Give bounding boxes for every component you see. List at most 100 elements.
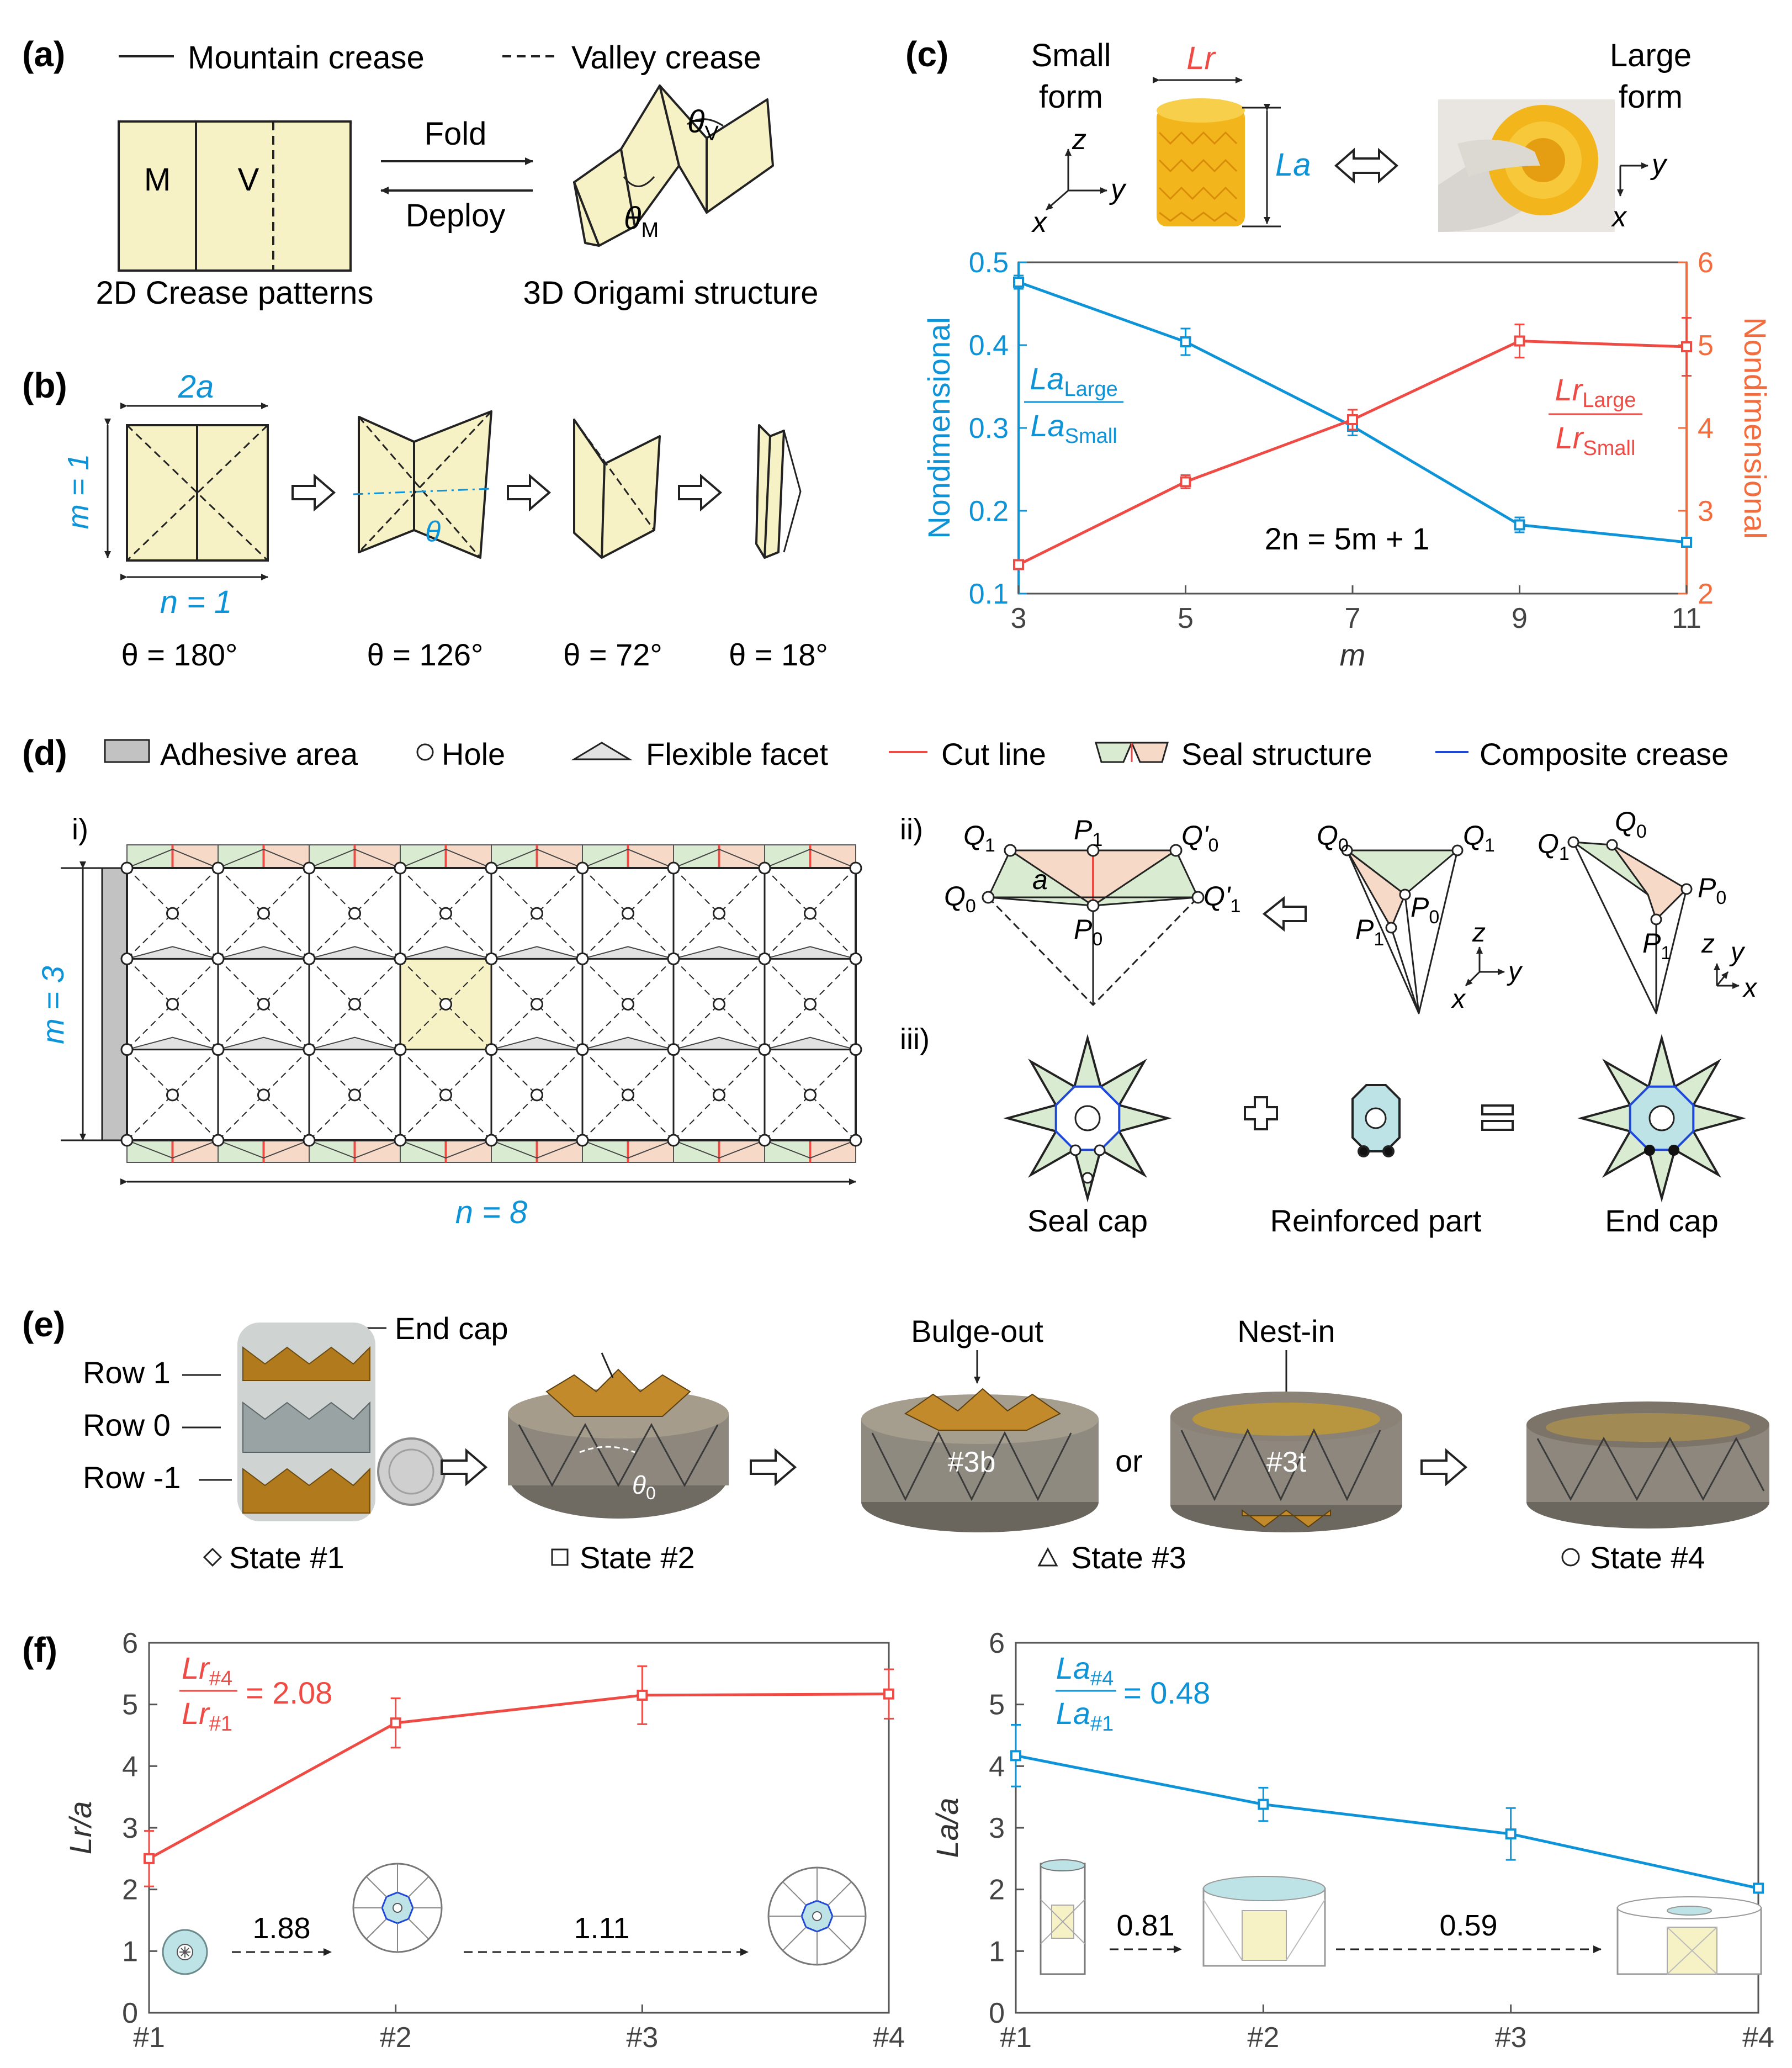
state-2-end-cap-leader [601, 1352, 614, 1378]
chart-c-xtick-label: 5 [1178, 602, 1194, 634]
seal-cell-green [126, 1140, 173, 1163]
legend-flexible: Flexible facet [646, 737, 828, 771]
hole [667, 861, 680, 875]
legend-mountain-text: Mountain crease [188, 40, 425, 76]
chartF1-xtick-label: #4 [873, 2022, 905, 2054]
state-2-label: State #2 [580, 1540, 695, 1575]
chart-c-xtick-label: 9 [1512, 602, 1528, 634]
hole [166, 907, 179, 920]
folded-q1-label: Q1 [1463, 820, 1495, 856]
chartF2-ytick-label: 5 [989, 1689, 1005, 1721]
hole [211, 952, 225, 965]
panel-a: (a) Mountain crease Valley crease M V Fo… [22, 34, 819, 311]
sub-i-label: i) [72, 813, 88, 846]
panel-d-label: (d) [22, 733, 67, 773]
hole [211, 1043, 225, 1056]
chart-c-ytick-label: 0.4 [969, 330, 1009, 362]
chartF2-series-line [1015, 1754, 1759, 1890]
flexible-facet [126, 946, 219, 960]
state-3-label: State #3 [1071, 1540, 1186, 1575]
end-cap-caption: End cap [1605, 1203, 1719, 1238]
large-form-line-2: form [1619, 79, 1683, 115]
theta-m-label: θM [624, 200, 659, 242]
chart-c-ylabel-right: Nondimensional [1738, 317, 1773, 539]
hole [622, 998, 634, 1011]
seal-cell-pink [809, 844, 856, 869]
hole [485, 952, 498, 965]
hole [303, 1134, 316, 1147]
double-arrow [1334, 147, 1399, 184]
chartF2-xtick-label: #2 [1247, 2022, 1279, 2054]
chart-c-y2tick-label: 5 [1698, 330, 1714, 362]
seal-cell-green [764, 844, 811, 869]
folded2-q0-label: Q0 [1615, 806, 1647, 842]
seal-fold [673, 848, 765, 869]
seal-cell-pink [536, 1140, 583, 1163]
seal-cell-pink [263, 844, 310, 869]
flexible-facet [673, 1036, 765, 1050]
hole [348, 998, 361, 1011]
row-0-label: Row 0 [83, 1408, 171, 1442]
seal-cell-green [218, 844, 264, 869]
flexible-facet [309, 1036, 401, 1050]
la-ratio-numerator: LaLarge [1030, 361, 1118, 401]
folded-q0-label: Q0 [1317, 820, 1349, 856]
hole [758, 1134, 771, 1147]
hole [120, 952, 134, 965]
lr-inset-state2 [352, 1863, 443, 1953]
lr-ratio-numerator: LrLarge [1555, 372, 1636, 412]
flexible-facet [309, 946, 401, 960]
state-2-square-marker [551, 1548, 569, 1566]
m-equals-1-label: m = 1 [62, 454, 95, 530]
folded-p1-label: P1 [1355, 914, 1384, 950]
panel-e: (e) End cap Row 1 Row 0 Row -1 [22, 1304, 1769, 1575]
flexible-facet [491, 946, 583, 960]
a-label: a [1032, 864, 1048, 895]
chart-c-y2tick-label: 6 [1698, 247, 1714, 279]
origami-3d-sketch [573, 84, 774, 247]
seal-cell-green [218, 1140, 264, 1163]
panel-b: (b) 2a m = 1 n = 1 θ [22, 366, 828, 672]
seal-cell-pink [445, 1140, 492, 1163]
seal-fold [582, 848, 674, 869]
seal-fold [218, 1140, 310, 1159]
m-letter: M [144, 162, 171, 198]
folded2-p0-label: P0 [1698, 872, 1726, 908]
state-3-triangle-marker [1037, 1547, 1058, 1567]
seal-cell-pink [536, 844, 583, 869]
hole [439, 1088, 452, 1102]
n-equals-8-label: n = 8 [455, 1194, 528, 1230]
chartF2-ylabel: La/a [930, 1798, 964, 1858]
small-form-photo [1157, 98, 1245, 226]
chart-c-y2tick-label: 2 [1698, 578, 1714, 610]
chartF1-ytick-label: 0 [122, 1997, 138, 2029]
seal-fold [491, 848, 583, 869]
hole [713, 998, 725, 1011]
panel-b-label: (b) [22, 366, 67, 405]
hole [531, 1088, 543, 1102]
caption-crease-patterns: 2D Crease patterns [96, 275, 374, 311]
panel-e-label: (e) [22, 1304, 65, 1344]
hole [394, 952, 407, 965]
seal2-axis-x: x [1742, 974, 1758, 1003]
hole [849, 1134, 862, 1147]
chartF1-point [390, 1717, 401, 1729]
chart-c-ytick-label: 0.2 [969, 495, 1009, 527]
sub-iii-label: iii) [900, 1023, 930, 1056]
panel-c-label: (c) [905, 34, 948, 74]
hole [257, 998, 270, 1011]
hole [849, 1043, 862, 1056]
flexible-facet [764, 946, 856, 960]
lr-label: Lr [1186, 40, 1216, 76]
hole [394, 1043, 407, 1056]
la-step-1: 0.81 [1116, 1909, 1174, 1942]
hole [257, 1088, 270, 1102]
seal-cell-pink [445, 844, 492, 869]
la-inset-state3 [1616, 1896, 1762, 1975]
row-minus-1-label: Row -1 [83, 1460, 181, 1495]
chart-c-point [1180, 476, 1191, 488]
seal-cell-pink [263, 1140, 310, 1163]
lr-ratio-f-numerator: Lr#4 [182, 1651, 232, 1690]
n-equals-1-label: n = 1 [160, 584, 232, 620]
